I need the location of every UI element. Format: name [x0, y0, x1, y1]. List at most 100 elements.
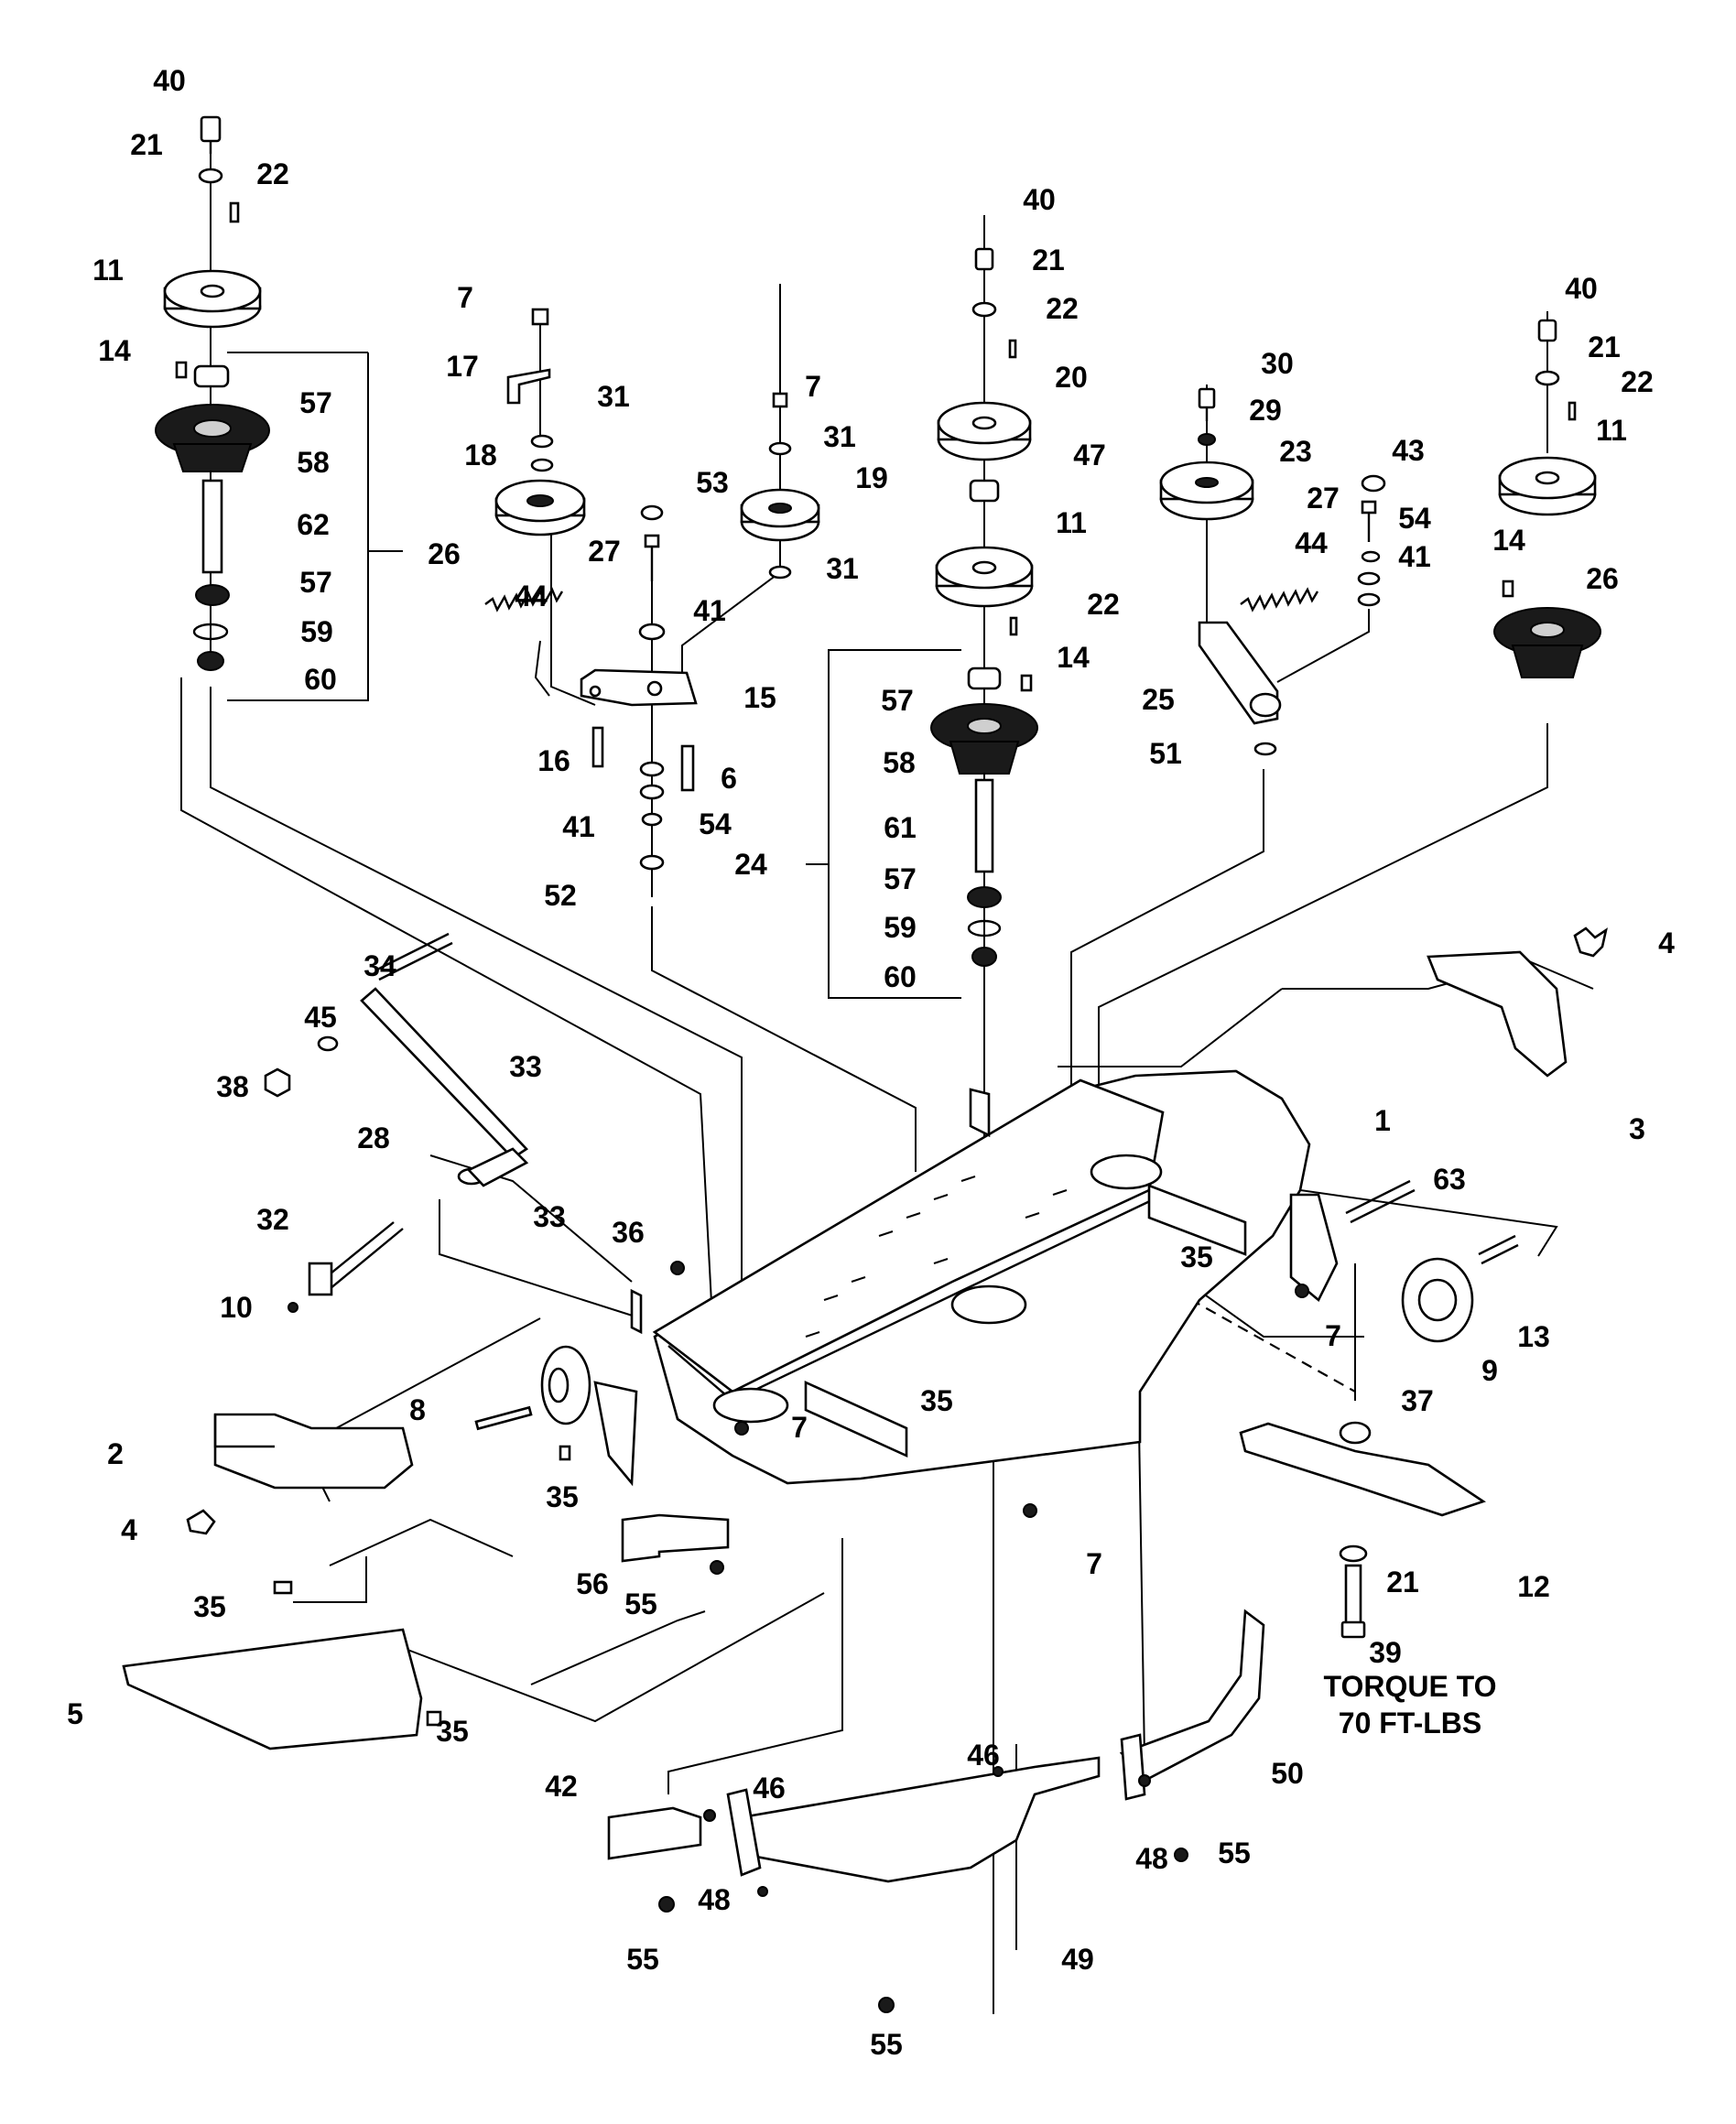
callout-54: 54: [1398, 502, 1431, 535]
callout-49: 49: [1061, 1943, 1094, 1976]
callout-54: 54: [699, 807, 732, 840]
callout-35: 35: [436, 1715, 469, 1748]
callout-47: 47: [1073, 439, 1106, 471]
callout-51: 51: [1149, 737, 1182, 770]
callout-10: 10: [220, 1291, 253, 1324]
callout-7: 7: [1325, 1319, 1341, 1352]
callout-62: 62: [297, 508, 330, 541]
callout-31: 31: [597, 380, 630, 413]
callout-58: 58: [297, 446, 330, 479]
callout-labels: 4021221114575862265759607173118445327411…: [67, 64, 1675, 2061]
callout-21: 21: [1588, 331, 1621, 363]
callout-7: 7: [1086, 1547, 1102, 1580]
callout-12: 12: [1517, 1570, 1550, 1603]
callout-4: 4: [121, 1513, 137, 1546]
callout-33: 33: [509, 1050, 542, 1083]
callout-44: 44: [1295, 526, 1328, 559]
callout-33: 33: [533, 1200, 566, 1233]
torque-note-line2: 70 FT-LBS: [1339, 1707, 1481, 1739]
callout-57: 57: [299, 386, 332, 419]
callout-23: 23: [1279, 435, 1312, 468]
callout-35: 35: [1180, 1241, 1213, 1273]
callout-26: 26: [1586, 562, 1619, 595]
torque-note-line1: TORQUE TO: [1323, 1670, 1496, 1703]
callout-15: 15: [743, 681, 776, 714]
callout-52: 52: [544, 879, 577, 912]
callout-17: 17: [446, 350, 479, 383]
callout-19: 19: [855, 461, 888, 494]
callout-39: 39: [1369, 1636, 1402, 1669]
callout-26: 26: [428, 537, 461, 570]
callout-50: 50: [1271, 1757, 1304, 1790]
callout-56: 56: [576, 1567, 609, 1600]
callout-4: 4: [1658, 927, 1675, 959]
callout-11: 11: [1056, 506, 1087, 539]
callout-46: 46: [967, 1739, 1000, 1772]
callout-3: 3: [1629, 1112, 1645, 1145]
callout-2: 2: [107, 1437, 124, 1470]
callout-34: 34: [363, 949, 396, 982]
callout-57: 57: [884, 862, 917, 895]
callout-6: 6: [721, 762, 737, 795]
pulleys-and-spindles: [155, 115, 1601, 967]
callout-41: 41: [693, 594, 726, 627]
callout-46: 46: [753, 1772, 786, 1804]
callout-53: 53: [696, 466, 729, 499]
callout-41: 41: [1398, 540, 1431, 573]
callout-16: 16: [537, 744, 570, 777]
callout-38: 38: [216, 1070, 249, 1103]
callout-21: 21: [1032, 244, 1065, 276]
callout-22: 22: [1621, 365, 1654, 398]
callout-22: 22: [1087, 588, 1120, 621]
callout-55: 55: [624, 1588, 657, 1620]
callout-8: 8: [409, 1393, 426, 1426]
callout-63: 63: [1433, 1163, 1466, 1196]
callout-55: 55: [870, 2028, 903, 2061]
callout-31: 31: [826, 552, 859, 585]
callout-59: 59: [884, 911, 917, 944]
callout-11: 11: [92, 254, 124, 287]
callout-35: 35: [920, 1384, 953, 1417]
callout-44: 44: [515, 580, 548, 612]
callout-36: 36: [612, 1216, 645, 1249]
callout-55: 55: [626, 1943, 659, 1976]
callout-25: 25: [1142, 683, 1175, 716]
callout-60: 60: [884, 960, 917, 993]
fastener-dots: [273, 1261, 1309, 2013]
callout-1: 1: [1374, 1104, 1391, 1137]
callout-61: 61: [884, 811, 917, 844]
callout-21: 21: [1386, 1566, 1419, 1598]
callout-59: 59: [300, 615, 333, 648]
callout-29: 29: [1249, 394, 1282, 427]
callout-32: 32: [256, 1203, 289, 1236]
callout-27: 27: [1307, 482, 1340, 515]
callout-58: 58: [883, 746, 916, 779]
callout-7: 7: [805, 370, 821, 403]
callout-30: 30: [1261, 347, 1294, 380]
callout-14: 14: [1057, 641, 1090, 674]
callout-35: 35: [546, 1480, 579, 1513]
callout-57: 57: [299, 566, 332, 599]
callout-11: 11: [1596, 414, 1627, 447]
callout-13: 13: [1517, 1320, 1550, 1353]
callout-28: 28: [357, 1122, 390, 1154]
callout-40: 40: [153, 64, 186, 97]
callout-7: 7: [457, 281, 473, 314]
callout-37: 37: [1401, 1384, 1434, 1417]
callout-27: 27: [588, 535, 621, 568]
callout-40: 40: [1023, 183, 1056, 216]
callout-5: 5: [67, 1697, 83, 1730]
callout-45: 45: [304, 1001, 337, 1034]
callout-42: 42: [545, 1770, 578, 1803]
callout-18: 18: [464, 439, 497, 471]
callout-48: 48: [698, 1883, 731, 1916]
callout-14: 14: [1492, 524, 1525, 557]
callout-35: 35: [193, 1590, 226, 1623]
callout-14: 14: [98, 334, 131, 367]
callout-60: 60: [304, 663, 337, 696]
callout-40: 40: [1565, 272, 1598, 305]
callout-20: 20: [1055, 361, 1088, 394]
callout-48: 48: [1135, 1842, 1168, 1875]
callout-41: 41: [562, 810, 595, 843]
